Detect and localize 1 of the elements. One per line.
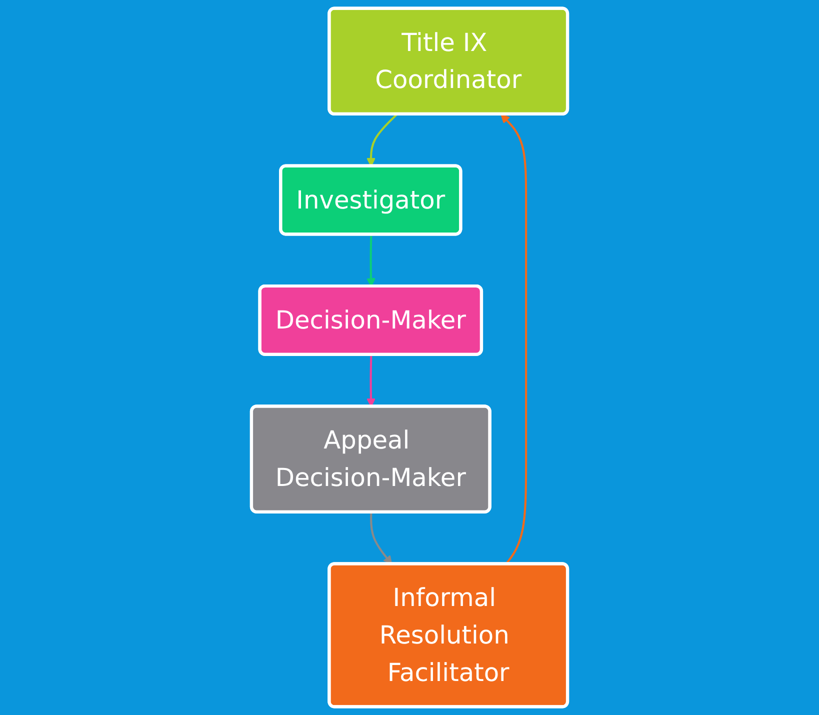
arrow bbox=[366, 234, 376, 287]
